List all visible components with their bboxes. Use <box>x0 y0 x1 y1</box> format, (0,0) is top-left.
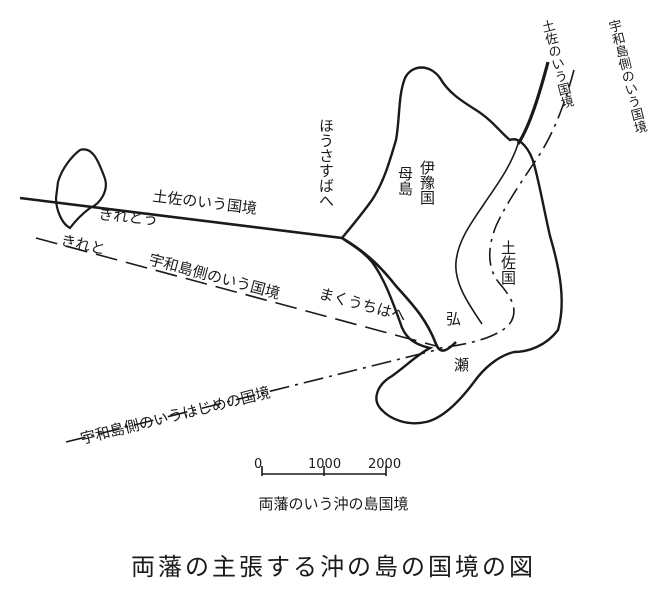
scale-label-0: 0 <box>254 457 262 472</box>
label-uwajima-border: 宇和島側のいう国境 <box>147 250 282 302</box>
small-island-outline <box>54 148 107 230</box>
uwajima-border-east <box>439 69 575 349</box>
tosa-border-line <box>19 196 457 352</box>
label-uwajima-first-border: 宇和島側のいうはじめの国境 <box>79 383 273 448</box>
label-uwajima-border-vertical: 宇和島側のいう国境 <box>605 18 648 136</box>
label-tosa-koku: 土佐国 <box>499 240 517 285</box>
label-hiro: 弘 <box>446 310 461 328</box>
label-kireto-1: きれとう <box>98 205 160 229</box>
label-moshima: 母島 <box>396 166 414 196</box>
label-makuuchi: まくうちはへ <box>317 284 408 325</box>
scale-label-2000: 2000 <box>368 457 401 472</box>
label-kireto-2: きれと <box>59 231 107 258</box>
label-housasubae: ほうさすばへ <box>317 118 335 208</box>
label-tosa-border: 土佐のいう国境 <box>152 187 258 218</box>
label-tosa-border-vertical: 土佐のいう国境 <box>538 18 575 110</box>
label-iyo-koku: 伊豫国 <box>418 160 436 205</box>
figure-title: 両藩の主張する沖の島の国境の図 <box>131 553 536 581</box>
label-se: 瀬 <box>454 356 469 374</box>
uwajima-first-border-line <box>65 349 437 443</box>
tosa-border-north <box>516 61 550 145</box>
uwajima-border-line <box>35 237 437 347</box>
scale-bar: 0 1000 2000 <box>254 457 401 476</box>
scale-label-1000: 1000 <box>308 457 341 472</box>
legend-caption: 両藩のいう沖の島国境 <box>258 495 409 513</box>
inner-solid-curve <box>455 143 519 325</box>
